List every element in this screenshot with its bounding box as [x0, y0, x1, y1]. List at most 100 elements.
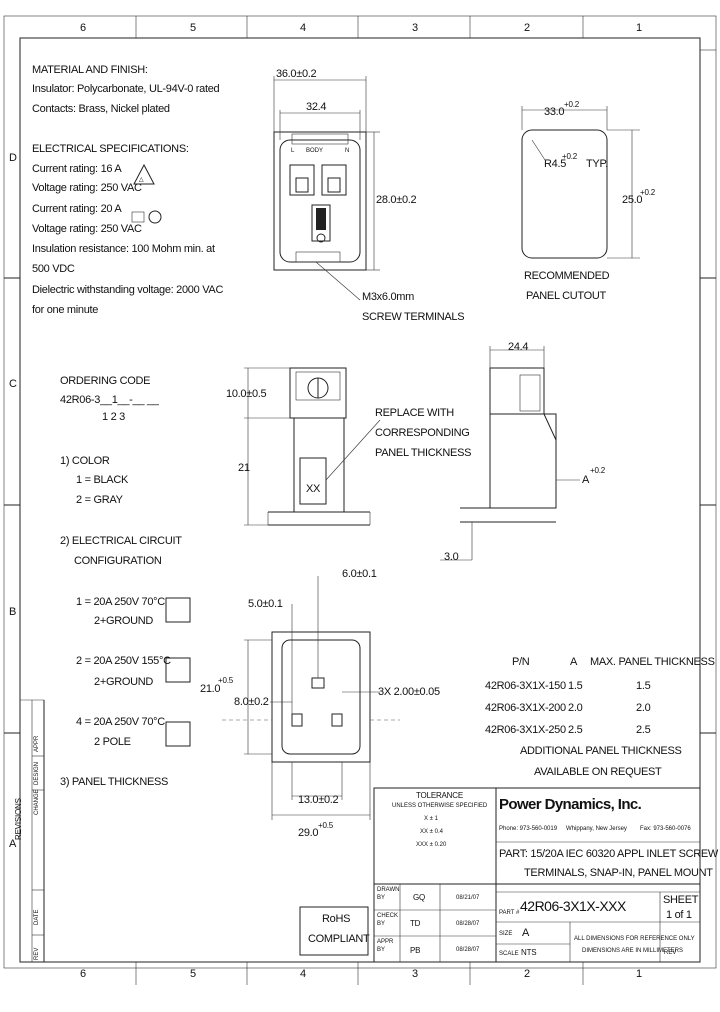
grid-bottom-5: 5	[190, 968, 196, 980]
tolerance-xx: XX ± 0.4	[420, 829, 443, 835]
tolerance-sub: UNLESS OTHERWISE SPECIFIED	[392, 803, 488, 809]
insulator-spec: Insulator: Polycarbonate, UL-94V-0 rated	[32, 83, 220, 95]
table-row: 42R06-3X1X-150	[485, 680, 566, 692]
front-dim-inner: 32.4	[306, 101, 327, 113]
bottom-dim-21-tol: +0.5	[218, 676, 233, 685]
grid-bottom-4: 4	[300, 968, 306, 980]
cutout-label-2: PANEL CUTOUT	[526, 290, 606, 302]
table-cell-a: 1.5	[568, 680, 583, 692]
size-label: SIZE	[499, 931, 513, 937]
cutout-dim-height: 25.0	[622, 194, 643, 206]
bottom-view	[222, 576, 400, 820]
drawn-by: GQ	[413, 893, 426, 902]
cutout-dim-width-tol: +0.2	[564, 100, 579, 109]
circuit-title: 2) ELECTRICAL CIRCUIT	[60, 535, 182, 547]
dimension-note-1: ALL DIMENSIONS FOR REFERENCE ONLY	[574, 936, 695, 942]
side-dim-depth: 24.4	[508, 341, 529, 353]
scale-label: SCALE	[499, 951, 519, 957]
front-dim-height: 28.0±0.2	[376, 194, 417, 206]
grid-top-6: 6	[80, 22, 86, 34]
company-fax: Fax: 973-560-0076	[640, 826, 691, 832]
grid-bottom-3: 3	[412, 968, 418, 980]
panel-cutout-view	[521, 106, 640, 259]
approved-by-label: APPR BY	[377, 939, 394, 953]
drawn-date: 08/21/07	[456, 895, 480, 901]
voltage-rating-1: Voltage rating: 250 VAC	[32, 182, 142, 194]
check-date: 08/28/07	[456, 921, 480, 927]
grid-left-d: D	[9, 152, 17, 164]
front-dim-width: 36.0±0.2	[276, 68, 317, 80]
rohs-label: RoHS	[322, 913, 351, 925]
color-title: 1) COLOR	[60, 455, 110, 467]
sheet-number: 1 of 1	[666, 909, 692, 921]
check-by-label: CHECK BY	[377, 913, 399, 927]
additional-thickness-note: ADDITIONAL PANEL THICKNESS	[520, 745, 682, 757]
table-cell-thickness: 2.0	[636, 702, 651, 714]
circuit-1: 1 = 20A 250V 70°C	[76, 596, 165, 608]
revisions-col-appr: APPR	[34, 735, 40, 752]
bottom-dim-5: 5.0±0.1	[248, 598, 283, 610]
ordering-positions: 1 2 3	[102, 411, 125, 423]
part-number-label: PART #	[499, 910, 520, 916]
ordering-code: 42R06-3__1__-__ __	[60, 394, 159, 406]
side-note-3: PANEL THICKNESS	[375, 447, 472, 459]
checked-by: TD	[410, 919, 421, 928]
table-header-thickness: MAX. PANEL THICKNESS	[590, 656, 715, 668]
revisions-col-date: DATE	[34, 909, 40, 925]
bottom-dim-29-tol: +0.5	[318, 821, 333, 830]
table-cell-thickness: 1.5	[636, 680, 651, 692]
side-dim-a-tol: +0.2	[590, 466, 605, 475]
grid-top-4: 4	[300, 22, 306, 34]
cutout-radius: R4.5	[544, 158, 567, 170]
cutout-dim-height-tol: +0.2	[640, 188, 655, 197]
tolerance-x: X ± 1	[424, 816, 438, 822]
electrical-title: ELECTRICAL SPECIFICATIONS:	[32, 143, 189, 155]
cutout-label-1: RECOMMENDED	[524, 270, 610, 282]
table-row: 42R06-3X1X-250	[485, 724, 566, 736]
grid-left-b: B	[9, 606, 17, 618]
grid-top-5: 5	[190, 22, 196, 34]
bottom-dim-6: 6.0±0.1	[342, 568, 377, 580]
tolerance-xxx: XXX ± 0.20	[416, 842, 447, 848]
dielectric-spec-2: for one minute	[32, 304, 99, 316]
company-name: Power Dynamics, Inc.	[499, 796, 642, 813]
front-label-body: BODY	[306, 148, 324, 154]
insulation-resistance: Insulation resistance: 100 Mohm min. at	[32, 243, 215, 255]
revisions-col-design: DESIGN	[34, 761, 40, 785]
circuit-1-desc: 2+GROUND	[94, 615, 154, 627]
grid-left-c: C	[9, 378, 17, 390]
front-view	[273, 76, 380, 301]
screw-terminals: SCREW TERMINALS	[362, 311, 465, 323]
circuit-4: 4 = 20A 250V 70°C	[76, 716, 165, 728]
table-row: 42R06-3X1X-200	[485, 702, 566, 714]
revisions-col-rev: REV	[34, 947, 40, 960]
table-cell-a: 2.5	[568, 724, 583, 736]
grid-bottom-2: 2	[524, 968, 530, 980]
insulation-resistance-2: 500 VDC	[32, 263, 75, 275]
grid-top-2: 2	[524, 22, 530, 34]
approved-by: PB	[410, 946, 421, 955]
circuit-2: 2 = 20A 250V 155°C	[76, 655, 171, 667]
circuit-4-desc: 2 POLE	[94, 736, 131, 748]
company-phone: Phone: 973-560-0019	[499, 826, 558, 832]
drawn-by-label: DRAWN BY	[377, 887, 400, 901]
circuit-title-2: CONFIGURATION	[74, 555, 162, 567]
table-header-a: A	[570, 656, 578, 668]
panel-thickness-title: 3) PANEL THICKNESS	[60, 776, 169, 788]
voltage-rating-2: Voltage rating: 250 VAC	[32, 223, 142, 235]
cutout-radius-typ: TYP.	[586, 158, 608, 170]
scale-value: NTS	[521, 948, 537, 957]
cutout-dim-width: 33.0	[544, 106, 565, 118]
side-dim-height: 21	[238, 462, 250, 474]
current-rating-20: Current rating: 20 A	[32, 203, 122, 215]
bottom-dim-8: 8.0±0.2	[234, 696, 269, 708]
side-xx: XX	[306, 483, 321, 495]
side-dim-a: A	[582, 474, 590, 486]
ordering-code-title: ORDERING CODE	[60, 375, 151, 387]
contacts-spec: Contacts: Brass, Nickel plated	[32, 103, 170, 115]
part-description: PART: 15/20A IEC 60320 APPL INLET SCREW	[499, 848, 719, 860]
grid-bottom-1: 1	[636, 968, 642, 980]
part-number: 42R06-3X1X-XXX	[520, 898, 626, 914]
revisions-col-change: CHANGE	[34, 789, 40, 815]
